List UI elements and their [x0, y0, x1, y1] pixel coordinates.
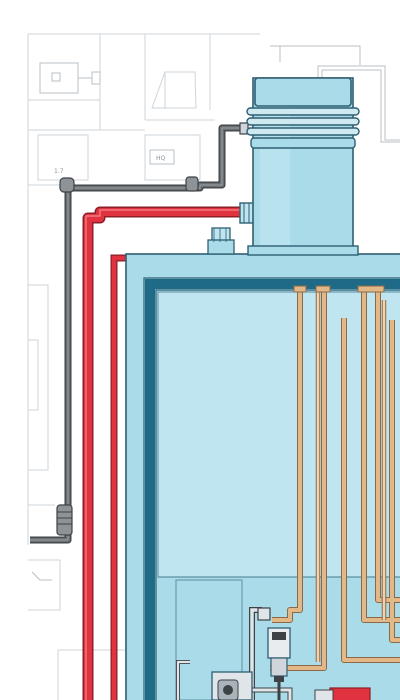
elbow-fitting	[185, 176, 199, 192]
expansion-cylinder	[246, 77, 360, 256]
panel-box-topleft	[39, 62, 79, 94]
heating-coils	[270, 285, 400, 671]
duct-shape	[151, 71, 197, 109]
label-box-hq	[149, 149, 175, 165]
main-tank	[125, 253, 400, 700]
hot-water-pipe	[82, 202, 255, 700]
pipe-connector	[239, 202, 255, 224]
elbow-fitting-left	[59, 177, 75, 193]
pump-assembly	[176, 607, 371, 700]
valve	[207, 227, 235, 255]
panel-box-right	[144, 134, 201, 181]
cylinder-rib-3	[246, 127, 360, 136]
cylinder-rib-1	[246, 107, 360, 116]
panel-square	[51, 72, 61, 82]
panel-label-right: HQ	[156, 155, 166, 162]
cold-water-pipe	[30, 122, 249, 544]
pipe-coupling	[56, 504, 73, 536]
pump-cap	[272, 632, 286, 640]
cylinder-rib-2	[246, 117, 360, 126]
panel-label-left: 1.7	[54, 168, 64, 175]
